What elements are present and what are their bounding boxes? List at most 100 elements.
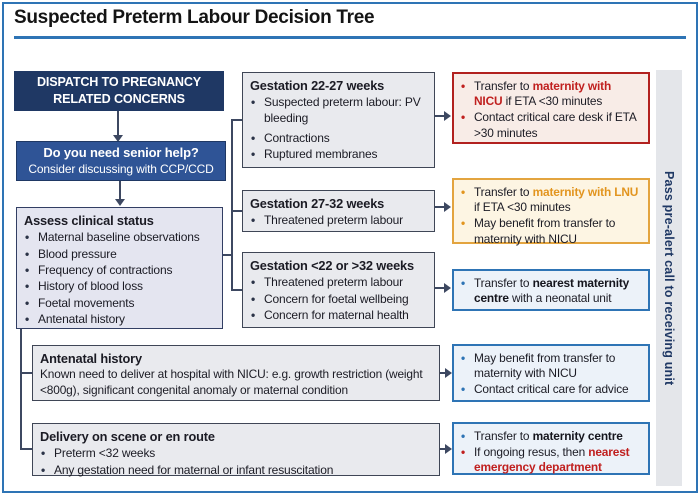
gestation-title: Gestation 27-32 weeks	[250, 196, 385, 211]
bullet-item: •May benefit from transfer to maternity …	[460, 216, 642, 246]
transfer-bullet-list: • Transfer to maternity with NICU if ETA …	[460, 79, 642, 141]
bullet-text: Transfer to nearest maternity centre wit…	[474, 276, 630, 306]
assess-title: Assess clinical status	[24, 213, 154, 228]
bullet-text: Foetal movements	[38, 295, 135, 310]
bullet-marker-icon: •	[25, 295, 30, 310]
bullet-text: Contractions	[264, 131, 330, 146]
gestation-bullet-list: • Threatened preterm labour • Concern for f…	[250, 275, 427, 323]
connector-left-delivery	[20, 448, 32, 450]
bullet-item: •If ongoing resus, then nearest emergenc…	[460, 445, 642, 475]
bullet-item: • Contact critical care for advice	[460, 382, 642, 397]
bullet-marker-icon: •	[251, 147, 256, 162]
connector-antenatal-transfer	[440, 372, 446, 374]
bullet-item: • Concern for foetal wellbeing	[250, 292, 427, 307]
bullet-text: Maternal baseline observations	[38, 230, 200, 245]
transfer-box-nicu-benefit: • May benefit from transfer to maternity …	[452, 344, 650, 402]
dispatch-label: DISPATCH TO PREGNANCY RELATED CONCERNS	[36, 75, 202, 106]
assess-bullet-list: • Maternal baseline observations • Blood pr…	[24, 230, 215, 327]
senior-help-box: Do you need senior help? Consider discus…	[16, 141, 226, 181]
gestation-box-lt22-gt32: Gestation <22 or >32 weeks •Threatened p…	[242, 252, 435, 328]
gestation-box-22-27: Gestation 22-27 weeks • Suspected preterm…	[242, 72, 435, 168]
arrow-right-icon	[445, 368, 452, 378]
bullet-marker-icon: •	[251, 95, 256, 110]
arrow-right-icon	[444, 111, 451, 121]
arrow-down-icon	[113, 135, 123, 142]
bullet-item: •Threatened preterm labour	[250, 213, 427, 228]
connector-bracket-gest2	[231, 210, 242, 212]
connector-gest2-transfer	[435, 206, 445, 208]
bullet-item: •May benefit from transfer to maternity …	[460, 351, 642, 381]
connector-bracket-gest3	[231, 289, 242, 291]
connector-gest1-transfer	[435, 115, 445, 117]
bullet-item: • Transfer to nearest maternity centre wi…	[460, 276, 642, 306]
bullet-marker-icon: •	[461, 185, 466, 199]
gestation-bullet-list: •Threatened preterm labour	[250, 213, 427, 228]
connector-left-vertical	[20, 329, 22, 450]
bullet-marker-icon: •	[461, 276, 466, 290]
delivery-box: Delivery on scene or en route • Preterm <…	[32, 423, 440, 478]
bullet-marker-icon: •	[25, 230, 30, 245]
bullet-item: • Threatened preterm labour	[250, 275, 427, 290]
bullet-marker-icon: •	[251, 213, 256, 228]
connector-bracket-gest1	[231, 119, 242, 121]
bullet-marker-icon: •	[461, 382, 466, 397]
arrow-right-icon	[444, 202, 451, 212]
bullet-item: •History of blood loss	[24, 279, 215, 294]
bullet-marker-icon: •	[251, 291, 256, 306]
bullet-text: Concern for foetal wellbeing	[264, 291, 409, 306]
bullet-item: •Transfer to maternity centre	[460, 429, 642, 444]
bullet-marker-icon: •	[461, 110, 466, 125]
connector-dispatch-senior	[117, 111, 119, 137]
senior-help-subtitle: Consider discussing with CCP/CCD	[28, 161, 214, 176]
bullet-item: • Maternal baseline observations	[24, 230, 215, 245]
arrow-down-icon	[115, 199, 125, 206]
bullet-marker-icon: •	[41, 462, 46, 477]
transfer-box-lnu: • Transfer to maternity with LNU if ETA <…	[452, 178, 650, 247]
bullet-item: •Transfer to maternity with NICU if ETA …	[460, 79, 642, 109]
connector-delivery-transfer	[440, 448, 446, 450]
transfer-bullet-list: •Transfer to maternity centre•If ongoing…	[460, 429, 642, 476]
bullet-marker-icon: •	[251, 275, 256, 290]
bullet-text: Contact critical care for advice	[474, 382, 629, 397]
bullet-text: Transfer to maternity with NICU if ETA <…	[474, 79, 612, 109]
bullet-item: • Any gestation need for maternal or infa…	[40, 463, 432, 478]
connector-left-antenatal	[20, 372, 32, 374]
connector-assess-bracket	[223, 254, 233, 256]
bullet-text: Suspected preterm labour: PV bleeding	[264, 95, 421, 125]
bullet-marker-icon: •	[41, 446, 46, 461]
bullet-text: May benefit from transfer to maternity w…	[474, 351, 616, 381]
bullet-text: Preterm <32 weeks	[54, 446, 156, 461]
delivery-bullet-list: • Preterm <32 weeks • Any gestation need fo…	[40, 446, 432, 478]
transfer-box-nicu: • Transfer to maternity with NICU if ETA …	[452, 72, 650, 144]
bullet-text: Frequency of contractions	[38, 263, 173, 278]
bullet-text: Blood pressure	[38, 246, 117, 261]
bullet-marker-icon: •	[461, 445, 466, 460]
connector-bracket-vertical	[231, 119, 233, 291]
bullet-marker-icon: •	[25, 279, 30, 294]
prealert-sidebar-label: Pass pre-alert call to receiving unit	[662, 170, 676, 386]
bullet-marker-icon: •	[25, 246, 30, 261]
bullet-text: Threatened preterm labour	[264, 275, 403, 290]
dispatch-box: DISPATCH TO PREGNANCY RELATED CONCERNS	[14, 71, 224, 111]
bullet-text: Any gestation need for maternal or infan…	[54, 462, 334, 477]
prealert-sidebar: Pass pre-alert call to receiving unit	[656, 70, 682, 486]
antenatal-title: Antenatal history	[40, 351, 142, 366]
gestation-bullet-list: • Suspected preterm labour: PV bleeding • C…	[250, 95, 427, 162]
transfer-box-nearest-maternity: • Transfer to nearest maternity centre wi…	[452, 269, 650, 311]
transfer-bullet-list: • May benefit from transfer to maternity …	[460, 351, 642, 398]
bullet-item: • Foetal movements	[24, 296, 215, 311]
bullet-text: Ruptured membranes	[264, 147, 378, 162]
arrow-right-icon	[445, 444, 452, 454]
bullet-item: •Antenatal history	[24, 312, 215, 327]
bullet-text: Transfer to maternity with LNU if ETA <3…	[474, 185, 639, 215]
connector-gest3-transfer	[435, 287, 445, 289]
delivery-title: Delivery on scene or en route	[40, 429, 215, 444]
transfer-bullet-list: • Transfer to maternity with LNU if ETA <…	[460, 185, 642, 247]
bullet-marker-icon: •	[25, 312, 30, 327]
bullet-text: Contact critical care desk if ETA >30 mi…	[474, 110, 637, 140]
bullet-item: •Concern for maternal health	[250, 308, 427, 323]
antenatal-body: Known need to deliver at hospital with N…	[40, 367, 423, 397]
gestation-title: Gestation 22-27 weeks	[250, 78, 385, 93]
bullet-marker-icon: •	[251, 131, 256, 146]
bullet-marker-icon: •	[25, 263, 30, 278]
